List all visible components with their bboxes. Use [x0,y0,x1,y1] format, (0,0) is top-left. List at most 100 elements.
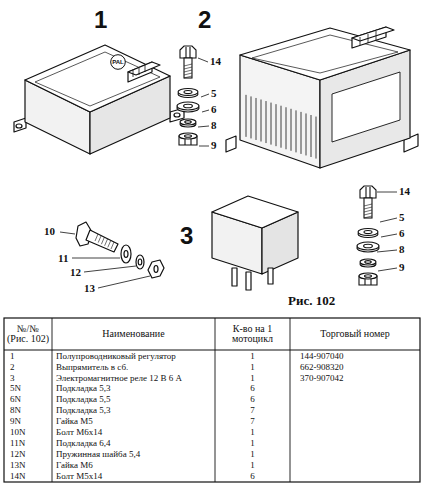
callout-number: 14 [210,56,221,67]
table-cell: 11N [4,438,52,449]
washer [357,242,379,250]
table-cell: Болт М5х14 [52,471,215,482]
logo-text: PAL [112,59,124,65]
table-cell: Подкладка 5,3 [52,384,215,395]
fin [246,95,247,137]
fin [301,112,302,154]
table-cell: Гайка М6 [52,460,215,471]
callout-number: 13 [84,283,95,294]
table-cell: 6N [4,395,52,406]
table-cell: 144-907040 [290,351,420,362]
table-header: №/№ (Рис. 102) [4,319,52,349]
table-cell: 1 [4,351,52,362]
table-cell: 6 [215,471,290,482]
table-cell: Электромагнитное реле 12 В 6 А [52,373,215,384]
bolt-shank [86,230,118,252]
bolt-head [360,186,376,198]
relay-top [212,196,298,228]
bolt-m6-set [76,222,164,278]
callout-number: 9 [211,140,217,151]
fin [291,109,292,151]
mounting-tab [14,118,26,132]
table-cell: Подкладка 6,4 [52,438,215,449]
callout-number: 12 [70,267,81,278]
washer [178,89,198,96]
table-cell: Гайка М5 [52,416,215,427]
washer [358,229,378,236]
fin [276,104,277,146]
bolt-stack [177,46,199,145]
table-header: К-во на 1 мотоцикл [215,319,290,349]
table-cell: 8N [4,406,52,417]
cooling-fins [246,95,316,159]
table-cell: 7 [215,406,290,417]
fin [251,96,252,138]
regulator-drawing [14,45,184,154]
table-cell: 14N [4,471,52,482]
washer [177,102,199,110]
table-cell: 370-907042 [290,373,420,384]
tab-hole [16,124,22,128]
fin [256,98,257,140]
table-cell: Подкладка 5,3 [52,406,215,417]
table-cell: 6 [215,395,290,406]
table-cell: 5N [4,384,52,395]
washer [360,259,376,265]
spring-washer [136,255,144,269]
callout-number: 6 [211,104,217,115]
rectifier-window [332,72,400,142]
logo-badge: PAL [110,54,126,70]
relay-terminal [268,268,273,284]
bolt-shank [364,198,372,218]
callout-number: 3 [180,224,193,248]
bolt-head [180,46,196,58]
bolt-shank [184,58,192,78]
figure-caption: Рис. 102 [288,294,335,307]
callout-number: 8 [211,120,217,131]
table-cell: 2 [4,362,52,373]
leader-lines [60,58,397,288]
table-cell: 662-908320 [290,362,420,373]
table-cell: 1 [215,362,290,373]
table-header: Наименование [52,319,215,349]
connector [352,27,394,41]
table-cell: Подкладка 5,5 [52,395,215,406]
table-cell: 1 [215,351,290,362]
callout-number: 10 [44,226,55,237]
fin [286,107,287,149]
table-cell: 3 [4,373,52,384]
regulator-rim [35,52,160,106]
table-cell: 9N [4,416,52,427]
table-cell: 12N [4,449,52,460]
table-cell: Болт М6х14 [52,427,215,438]
relay-drawing [212,196,298,290]
washer [121,245,131,263]
bolt-m5-sets [177,46,379,285]
tab-hole [174,113,180,117]
fin [316,117,317,159]
fin [261,100,262,142]
callout-number: 6 [399,228,405,239]
callout-number: 5 [399,212,405,223]
table-cell: 1 [215,438,290,449]
callout-number: 9 [399,262,405,273]
table-cell: 1 [215,449,290,460]
callout-number: 14 [399,186,410,197]
table-grid [4,318,420,482]
table-cell: 13N [4,460,52,471]
relay-terminal [246,272,251,290]
table-cell: 6 [215,384,290,395]
callout-number: 11 [58,253,68,264]
fin [271,103,272,145]
regulator-top [25,45,170,112]
fin [281,106,282,148]
table-cell: 1 [215,373,290,384]
fin [266,101,267,143]
table-cell: 1 [215,460,290,471]
table-cell: Полупроводниковый регулятор [52,351,215,362]
callout-number: 5 [211,88,217,99]
fin [311,115,312,157]
table-cell: Пружинная шайба 5,4 [52,449,215,460]
callout-number: 1 [94,8,107,32]
washer [180,119,196,125]
